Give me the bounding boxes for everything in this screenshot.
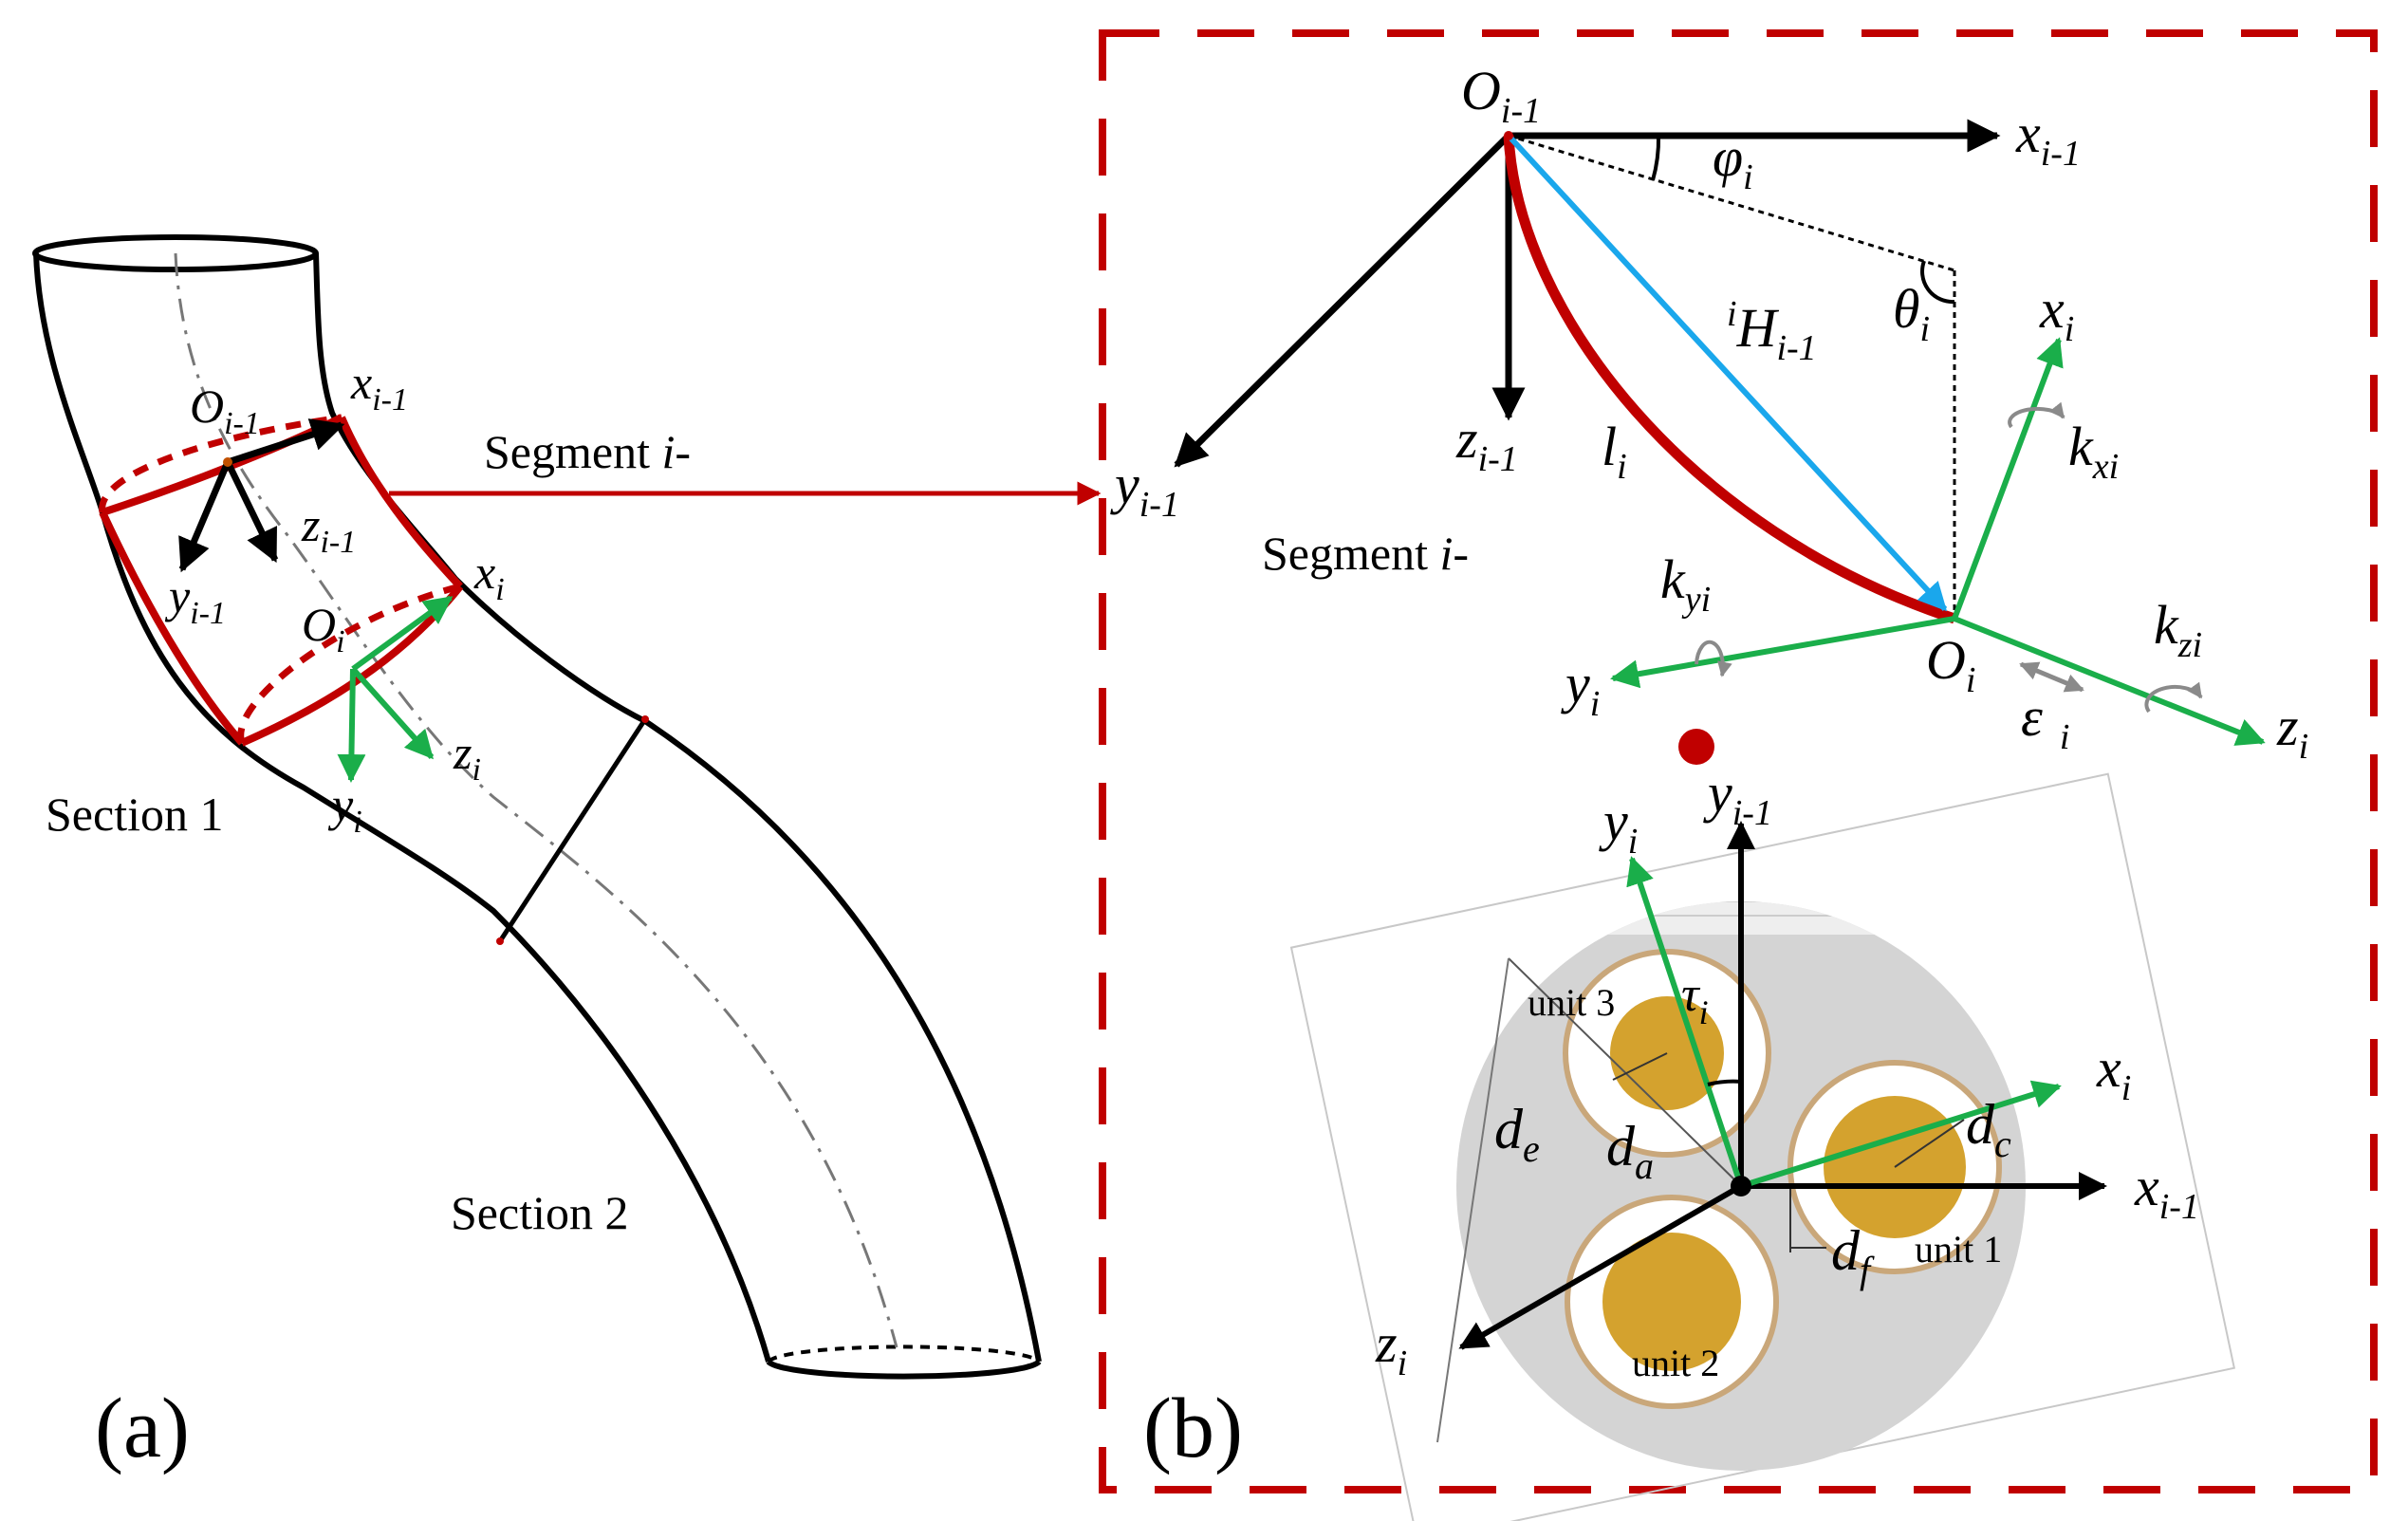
boundary-marker-top — [641, 715, 649, 723]
panel-a-frame-cur — [337, 595, 454, 783]
cs-tau-arc — [1707, 1079, 1742, 1086]
cs-label-x-cur: xi — [2096, 1037, 2131, 1108]
cs-label-df: df — [1831, 1219, 1875, 1291]
b-axis-x-cur — [1952, 337, 2064, 621]
a-axis-x-prev — [226, 418, 345, 466]
cs-label-z-cur: zi — [1375, 1312, 1407, 1383]
b-label-y-prev: yi-1 — [1110, 454, 1179, 525]
a-label-section1: Section 1 — [46, 788, 223, 841]
b-label-l: li — [1602, 416, 1627, 487]
b-chord-vector — [1506, 133, 1948, 612]
a-label-y-prev: yi-1 — [164, 569, 226, 631]
b-axis-y-prev — [1174, 133, 1511, 468]
cs-label-y-prev: yi-1 — [1703, 762, 1772, 833]
tube-bottom-back — [767, 1345, 1041, 1363]
b-label-o-cur: Oi — [1926, 629, 1975, 700]
cs-label-unit3: unit 3 — [1528, 981, 1615, 1024]
b-panel-label: (b) — [1143, 1382, 1243, 1475]
b-rot-x — [2008, 401, 2065, 429]
a-axis-y-cur — [337, 668, 366, 783]
a-axis-y-prev — [178, 460, 232, 573]
segment-top-back — [99, 414, 343, 513]
b-rot-y — [1695, 640, 1732, 677]
b-label-kz: kzi — [2154, 594, 2202, 665]
b-label-z-prev: zi-1 — [1455, 408, 1518, 479]
b-label-o-prev: Oi-1 — [1461, 60, 1541, 131]
b-translation-eps — [2019, 661, 2084, 693]
cs-axis-y-cur — [1626, 856, 1744, 1187]
b-label-theta: θi — [1893, 278, 1930, 349]
b-label-segment: Segment i- — [1262, 527, 1469, 580]
tube-centerline — [174, 252, 898, 1348]
unit-2 — [1565, 1195, 1779, 1409]
panel-b-kinematics — [1174, 119, 2266, 746]
cs-center — [1731, 1176, 1751, 1196]
dim-da-line — [1612, 1052, 1668, 1081]
segment-left-side — [99, 510, 246, 746]
b-origin-prev-dot — [1504, 131, 1513, 140]
a-axis-z-cur — [350, 667, 435, 760]
cs-label-y-cur: yi — [1599, 790, 1638, 862]
cs-label-unit1: unit 1 — [1915, 1228, 2002, 1271]
dim-de-ext — [1508, 957, 1742, 1187]
a-label-y-cur: yi — [327, 778, 362, 840]
a-label-section2: Section 2 — [451, 1186, 628, 1239]
cs-label-de: de — [1494, 1098, 1540, 1170]
b-axis-z-cur — [1953, 616, 2266, 746]
a-label-o-cur: Oi — [302, 598, 345, 659]
b-label-phi: φi — [1713, 126, 1753, 197]
b-axis-y-cur — [1610, 616, 1955, 689]
a-axis-x-cur — [351, 595, 454, 672]
segment-right-side — [338, 416, 463, 589]
a-label-o-prev: Oi-1 — [190, 380, 260, 441]
b-label-ky: kyi — [1660, 548, 1711, 620]
section-boundary-line — [497, 717, 648, 943]
a-label-x-prev: xi-1 — [350, 356, 408, 417]
segment-bottom-back — [237, 583, 461, 745]
a-axis-z-prev — [224, 460, 279, 564]
dim-de-line — [1436, 957, 1510, 1443]
cs-label-x-prev: xi-1 — [2134, 1156, 2199, 1227]
a-label-segment: Segment i- — [484, 425, 691, 478]
cs-label-unit2: unit 2 — [1632, 1342, 1719, 1384]
dim-dc-line — [1894, 1119, 1965, 1168]
b-label-x-cur: xi — [2039, 278, 2074, 349]
a-label-x-cur: xi — [473, 546, 505, 607]
a-label-z-prev: zi-1 — [301, 498, 356, 560]
b-phi-arc — [1651, 135, 1661, 181]
a-panel-label: (a) — [95, 1382, 190, 1475]
b-label-z-cur: zi — [2276, 696, 2308, 767]
cross-section-top-band — [1456, 901, 2026, 935]
tube-bottom-front — [766, 1359, 1042, 1380]
cs-label-dc: dc — [1966, 1093, 2011, 1165]
a-label-z-cur: zi — [453, 726, 481, 788]
cross-section — [1289, 772, 2236, 1521]
segment-outline — [99, 414, 464, 747]
b-theta-arc — [1920, 260, 1955, 305]
cs-label-da: da — [1606, 1115, 1654, 1187]
tube-right-contour — [313, 252, 1042, 1363]
b-label-x-prev: xi-1 — [2015, 102, 2081, 174]
a-origin-prev-dot — [223, 457, 232, 467]
b-label-y-cur: yi — [1561, 653, 1600, 724]
cs-label-tau: τi — [1681, 968, 1709, 1031]
red-marker-dot — [1678, 729, 1714, 765]
b-label-kx: kxi — [2068, 416, 2119, 487]
b-backbone-curve — [1503, 135, 1956, 624]
panel-a-frame-prev — [178, 418, 345, 573]
tube-left-contour — [33, 252, 771, 1363]
boundary-marker-bottom — [496, 937, 504, 945]
cs-axis-z-cur — [1458, 1183, 1743, 1350]
b-label-h: iHi-1 — [1727, 294, 1817, 368]
b-projection-line — [1508, 134, 1955, 272]
b-rot-z — [2144, 681, 2203, 714]
cs-axis-x-cur — [1740, 1080, 2062, 1189]
panel-b-dashed-border — [1099, 29, 2378, 1493]
